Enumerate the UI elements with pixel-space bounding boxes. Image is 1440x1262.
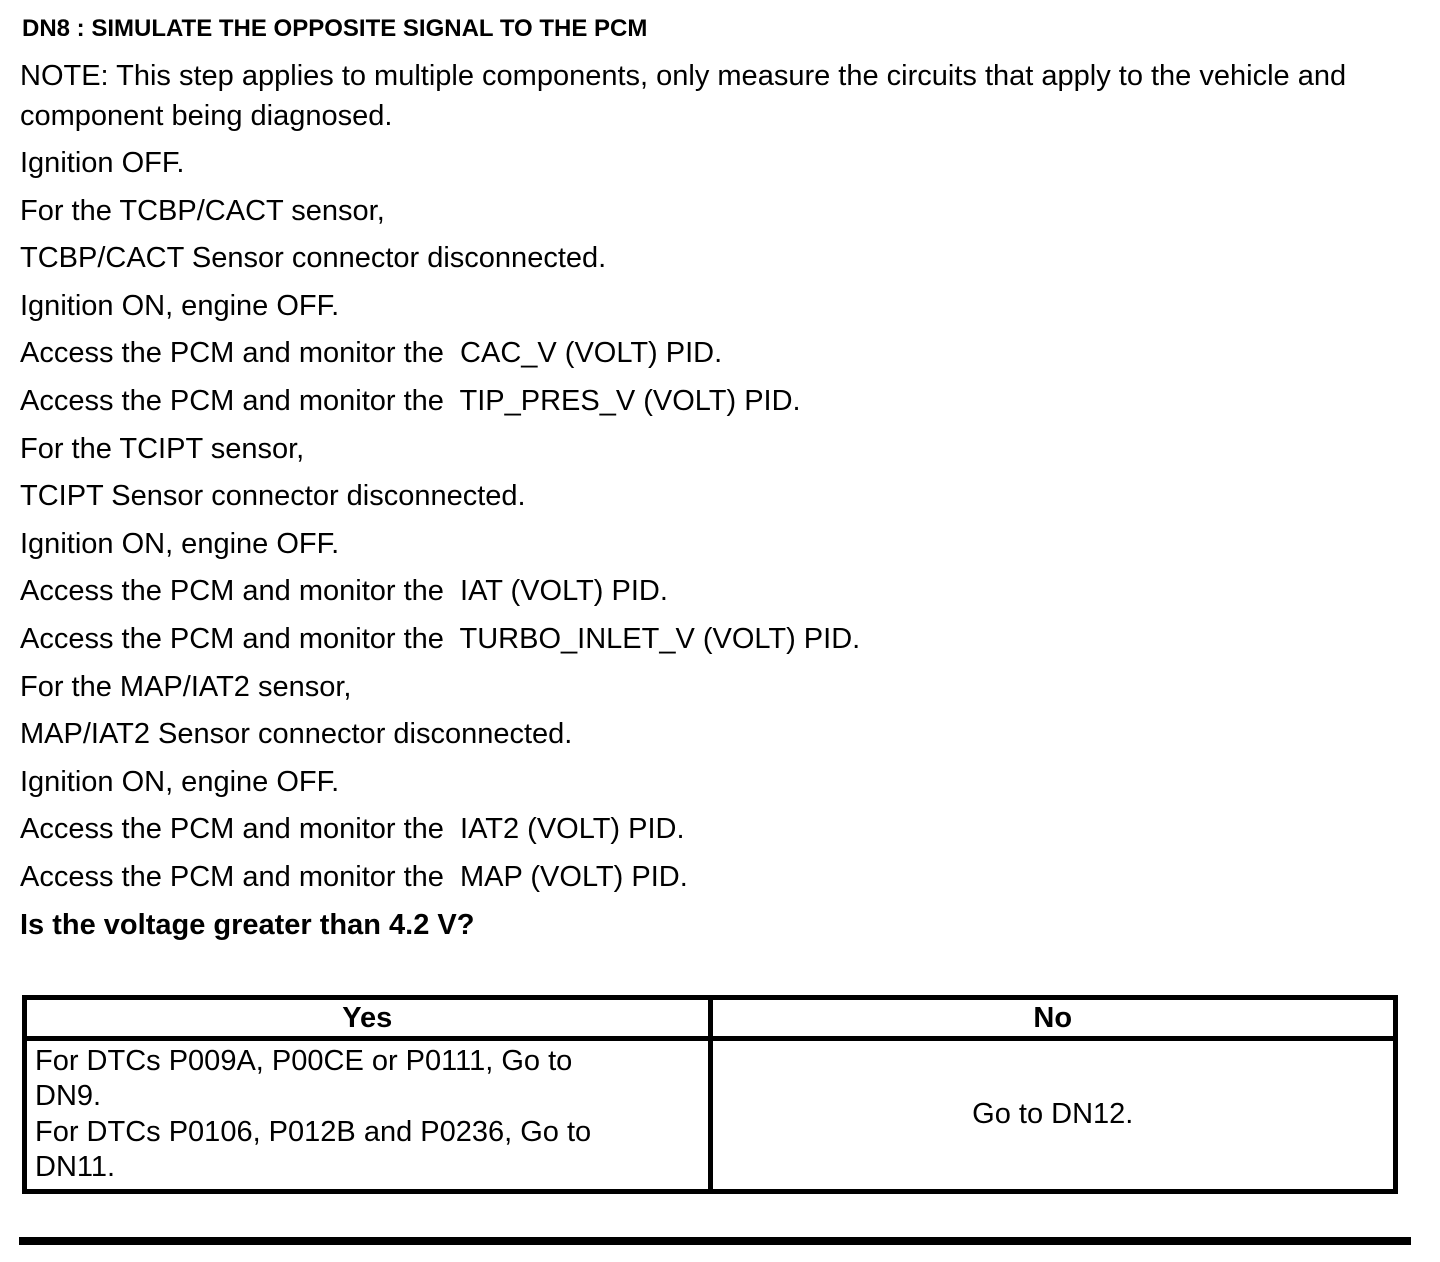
yes-cell-line: DN11.: [35, 1151, 116, 1183]
yes-cell-line: For DTCs P0106, P012B and P0236, Go to: [35, 1115, 592, 1148]
procedure-step: Access the PCM and monitor the MAP (VOLT…: [20, 860, 688, 893]
yes-cell-line: DN9.: [35, 1080, 102, 1112]
procedure-step: Ignition ON, engine OFF.: [20, 289, 340, 322]
procedure-title: DN8 : SIMULATE THE OPPOSITE SIGNAL TO TH…: [22, 15, 648, 42]
decision-no-cell: Go to DN12.: [707, 1035, 1398, 1194]
procedure-step: Ignition ON, engine OFF.: [20, 765, 340, 798]
decision-table-body-row: For DTCs P009A, P00CE or P0111, Go to DN…: [22, 1035, 1398, 1194]
procedure-question: Is the voltage greater than 4.2 V?: [20, 908, 475, 941]
procedure-step: Access the PCM and monitor the IAT (VOLT…: [20, 575, 668, 608]
procedure-step: Access the PCM and monitor the CAC_V (VO…: [20, 337, 723, 370]
decision-table-header-row: Yes No: [22, 994, 1398, 1041]
procedure-step: MAP/IAT2 Sensor connector disconnected.: [20, 718, 573, 751]
decision-header-yes: Yes: [22, 994, 713, 1041]
procedure-step: For the TCIPT sensor,: [20, 432, 305, 465]
procedure-steps: Ignition OFF. For the TCBP/CACT sensor, …: [20, 143, 1420, 897]
procedure-step: Access the PCM and monitor the TURBO_INL…: [20, 622, 861, 655]
procedure-step: Access the PCM and monitor the IAT2 (VOL…: [20, 813, 685, 846]
procedure-step: TCIPT Sensor connector disconnected.: [20, 480, 526, 513]
decision-yes-cell: For DTCs P009A, P00CE or P0111, Go to DN…: [22, 1035, 713, 1194]
procedure-step: Ignition OFF.: [20, 147, 185, 179]
yes-cell-line: For DTCs P009A, P00CE or P0111, Go to: [35, 1044, 573, 1077]
procedure-step: For the MAP/IAT2 sensor,: [20, 670, 352, 703]
procedure-step: Access the PCM and monitor the TIP_PRES_…: [20, 384, 801, 417]
procedure-step: Ignition ON, engine OFF.: [20, 527, 340, 560]
procedure-step: TCBP/CACT Sensor connector disconnected.: [20, 242, 607, 275]
bottom-divider: [19, 1237, 1411, 1245]
decision-header-no: No: [707, 994, 1398, 1041]
procedure-step: For the TCBP/CACT sensor,: [20, 194, 385, 227]
decision-table: Yes No For DTCs P009A, P00CE or P0111, G…: [22, 994, 1398, 1194]
procedure-note: NOTE: This step applies to multiple comp…: [20, 60, 1347, 132]
